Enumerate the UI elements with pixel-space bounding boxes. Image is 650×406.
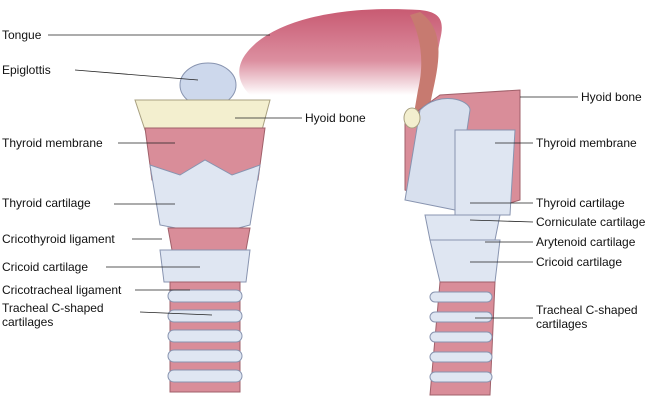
label-tracheal-left-1: Tracheal C-shaped	[2, 301, 104, 315]
label-hyoid-bone-center: Hyoid bone	[305, 111, 366, 125]
label-thyroid-cartilage-right: Thyroid cartilage	[536, 196, 625, 210]
label-corniculate-cartilage: Corniculate cartilage	[536, 215, 646, 229]
label-thyroid-membrane-left: Thyroid membrane	[2, 136, 103, 150]
tongue-shape	[239, 9, 442, 95]
label-arytenoid-cartilage: Arytenoid cartilage	[536, 235, 636, 249]
leader-lines	[48, 34, 578, 319]
front-larynx	[134, 62, 271, 393]
label-tongue: Tongue	[2, 28, 42, 42]
label-tracheal-left-2: cartilages	[2, 315, 54, 329]
label-cricotracheal-ligament: Cricotracheal ligament	[2, 283, 122, 297]
label-cricoid-cartilage-right: Cricoid cartilage	[536, 255, 623, 269]
tongue-root	[410, 12, 439, 130]
label-thyroid-membrane-right: Thyroid membrane	[536, 136, 637, 150]
label-cricothyroid-ligament: Cricothyroid ligament	[2, 232, 115, 246]
label-hyoid-bone-right: Hyoid bone	[581, 90, 642, 104]
label-thyroid-cartilage-left: Thyroid cartilage	[2, 196, 91, 210]
label-tracheal-right-2: cartilages	[536, 317, 588, 331]
label-cricoid-cartilage-left: Cricoid cartilage	[2, 260, 89, 274]
side-larynx	[403, 89, 521, 396]
label-tracheal-right-1: Tracheal C-shaped	[536, 303, 638, 317]
label-epiglottis: Epiglottis	[2, 63, 51, 77]
